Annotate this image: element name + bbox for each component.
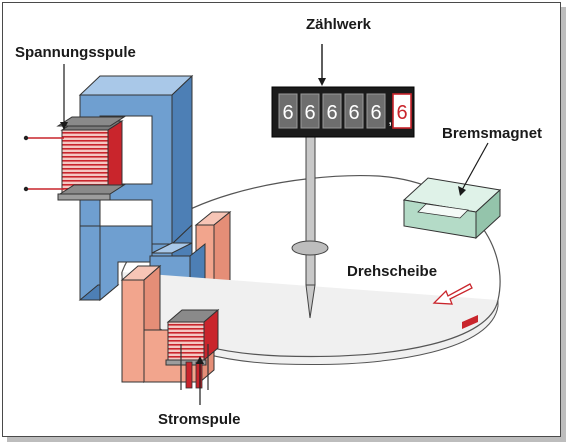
pointer-arrowhead: [60, 122, 68, 130]
counter-digit: 6: [304, 102, 315, 124]
label-current-coil: Stromspule: [158, 411, 241, 428]
voltage-coil: [56, 116, 126, 201]
label-counter: Zählwerk: [306, 16, 372, 33]
counter-digit-cell: [300, 93, 320, 129]
counter-digit: 6: [282, 102, 293, 124]
pointer-arrowhead: [196, 356, 204, 364]
pointer-arrowhead: [318, 78, 326, 86]
brake-magnet: [402, 177, 502, 240]
counter-digit: 6: [396, 102, 407, 124]
pointer-arrowhead: [458, 186, 466, 196]
label-brake-magnet: Bremsmagnet: [442, 125, 542, 142]
counter-digit-cell: [278, 93, 298, 129]
brake-magnet-pointer: [461, 142, 489, 191]
counter-digit-cell: [392, 93, 412, 129]
rotation-arrow: [432, 283, 473, 305]
terminal-dot: [23, 135, 29, 141]
label-disc: Drehscheibe: [347, 263, 437, 280]
current-coil: [165, 308, 220, 390]
counter-digit: 6: [370, 102, 381, 124]
counter-digit-cell: [366, 93, 386, 129]
counter-digit-cell: [322, 93, 342, 129]
terminal-dot: [23, 186, 29, 192]
counter-digit: 6: [326, 102, 337, 124]
counter-digit: 6: [348, 102, 359, 124]
label-voltage-coil: Spannungsspule: [15, 44, 136, 61]
disc-marker: [462, 315, 478, 329]
counter-digit-cell: [344, 93, 364, 129]
counter-decimal-separator: ,: [388, 111, 392, 128]
